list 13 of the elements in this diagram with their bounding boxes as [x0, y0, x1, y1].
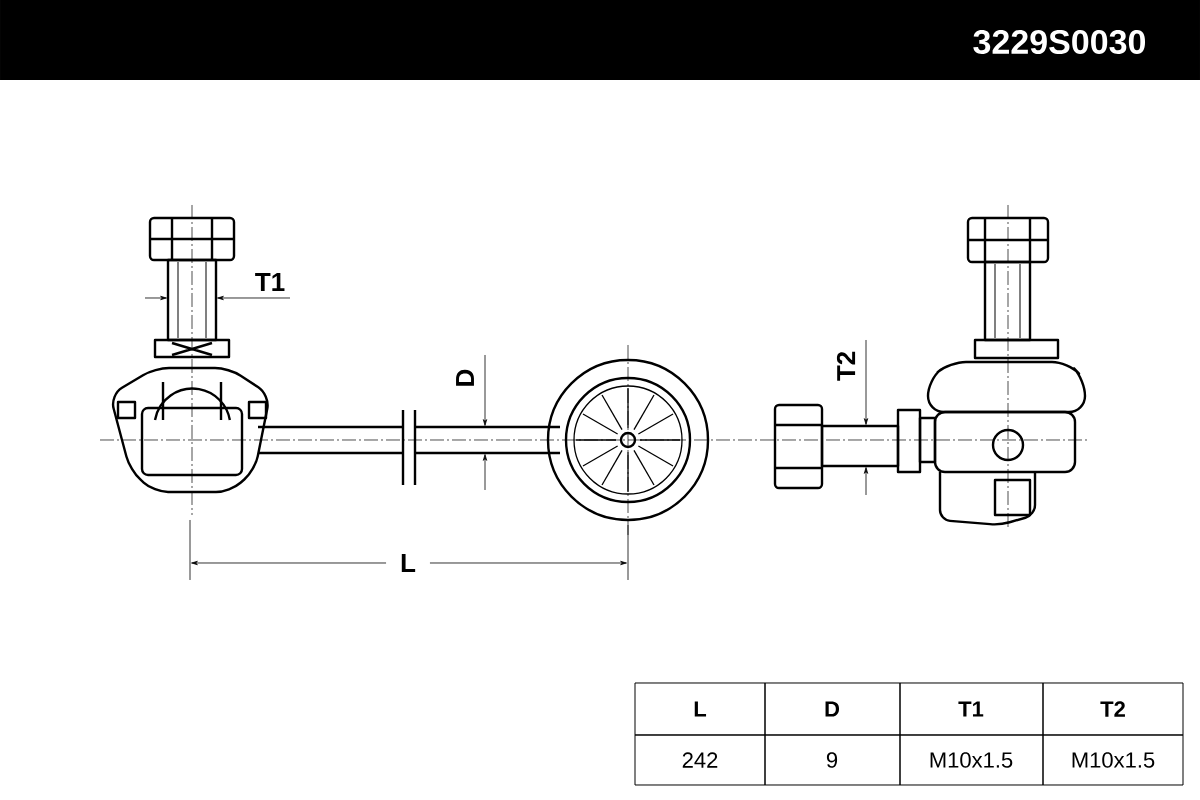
table-cell: 9: [764, 734, 901, 786]
table-header-cell: T2: [1042, 682, 1184, 736]
table-header-cell: T1: [899, 682, 1044, 736]
table-cell: M10x1.5: [899, 734, 1044, 786]
table-header-cell: L: [634, 682, 766, 736]
dimension-label: T1: [255, 273, 285, 291]
part-number: 3229S0030: [973, 29, 1146, 55]
dimension-label: T2: [836, 351, 856, 381]
table-cell: M10x1.5: [1042, 734, 1184, 786]
dimension-label: L: [386, 540, 430, 586]
dimension-label: D: [456, 369, 474, 386]
table-cell: 242: [634, 734, 766, 786]
table-header-cell: D: [764, 682, 901, 736]
